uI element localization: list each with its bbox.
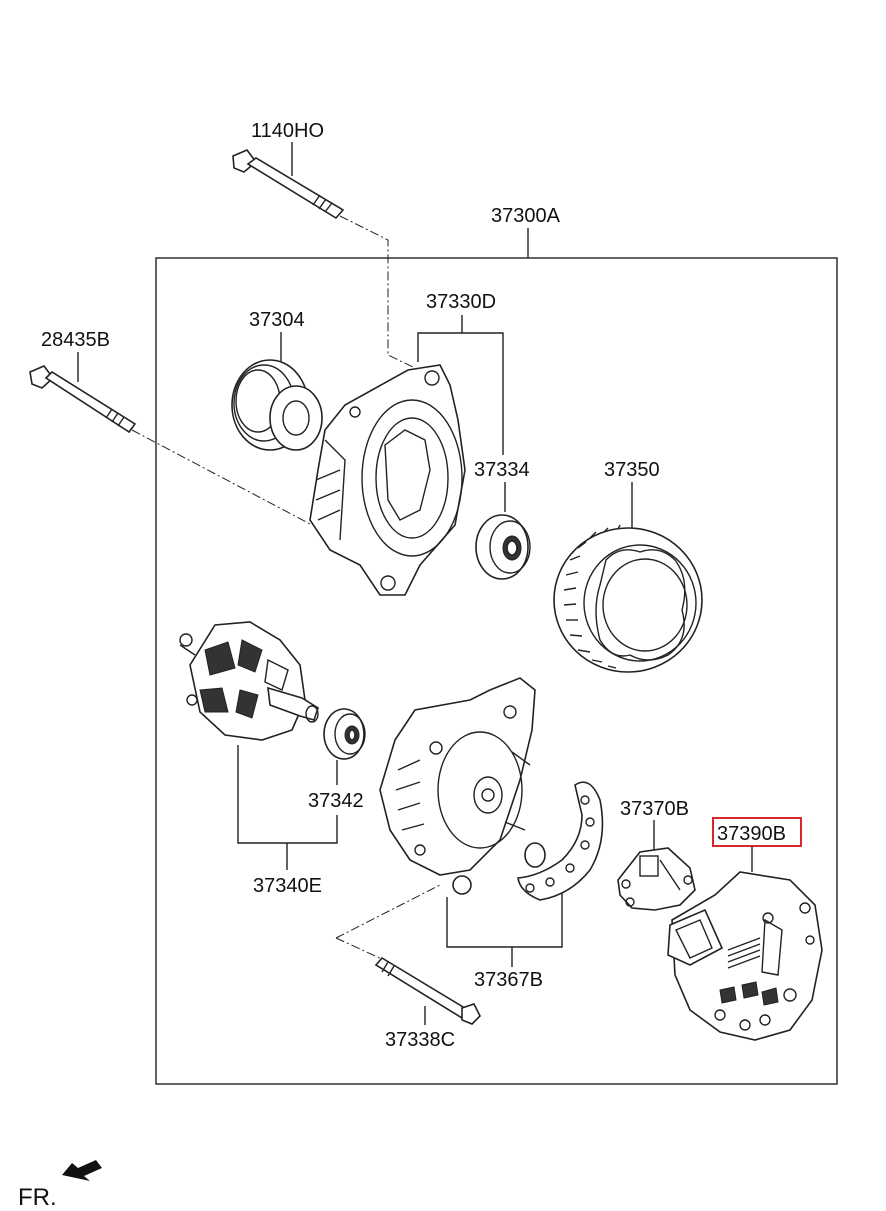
label-stator: 37350 (604, 459, 660, 481)
front-housing-part (309, 364, 466, 596)
regulator-part (617, 847, 696, 911)
label-rotor: 37340E (253, 875, 322, 897)
rotor-bearing-part (323, 708, 366, 760)
rectifier-part (517, 781, 604, 901)
rotor-part (179, 621, 319, 741)
label-regulator: 37370B (620, 798, 689, 820)
label-rectifier: 37367B (474, 969, 543, 991)
rear-cover-part (667, 871, 823, 1041)
orientation-label: FR. (18, 1184, 57, 1211)
rear-housing-part (379, 677, 536, 895)
label-front-bearing: 37334 (474, 459, 530, 481)
label-pulley: 37304 (249, 309, 305, 331)
assembly-frame (155, 257, 838, 1085)
bolt-left-part (29, 365, 137, 434)
label-through-bolt: 37338C (385, 1029, 455, 1051)
label-rear-cover: 37390B (717, 823, 786, 845)
front-bearing-part (475, 514, 531, 580)
bolt-top-part (232, 149, 345, 220)
label-bolt-top: 1140HO (251, 120, 324, 142)
front-arrow-icon (62, 1160, 102, 1181)
through-bolt-part (374, 956, 481, 1025)
label-bolt-left: 28435B (41, 329, 110, 351)
label-rotor-bearing: 37342 (308, 790, 364, 812)
label-assembly: 37300A (491, 205, 561, 227)
pulley-part (231, 359, 323, 451)
stator-part (553, 524, 703, 673)
highlight-box (712, 817, 802, 847)
label-front-housing: 37330D (426, 291, 496, 313)
